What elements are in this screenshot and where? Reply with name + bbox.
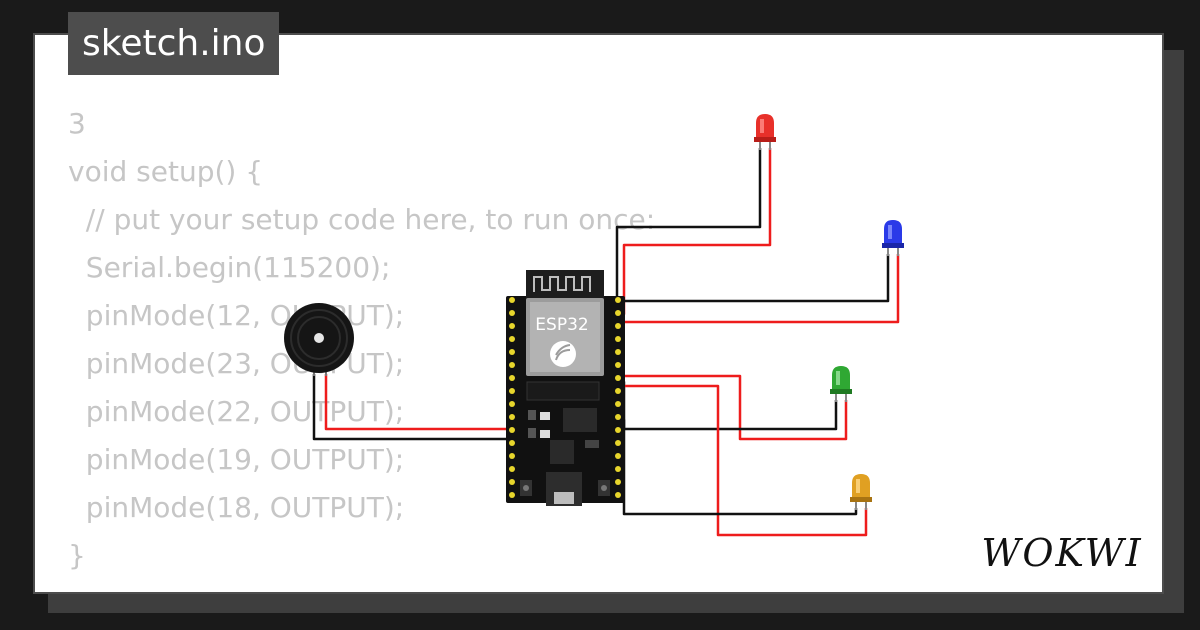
- green-led[interactable]: [830, 366, 852, 402]
- esp32-board[interactable]: ESP32: [506, 270, 625, 506]
- blue-led[interactable]: [882, 220, 904, 256]
- wire-buzzer-signal: [324, 374, 512, 431]
- code-line: // put your setup code here, to run once…: [68, 203, 656, 236]
- filename-tab: sketch.ino: [68, 12, 280, 75]
- wire-buzzer-ground: [312, 374, 512, 441]
- code-line: }: [68, 539, 86, 572]
- wire-green-led-signal: [614, 374, 848, 441]
- buzzer[interactable]: [284, 303, 354, 376]
- code-line: pinMode(22, OUTPUT);: [68, 395, 405, 428]
- code-line: void setup() {: [68, 155, 264, 188]
- board-label: ESP32: [535, 315, 588, 335]
- left-header-pins: [509, 297, 515, 498]
- code-line: 3: [68, 107, 86, 140]
- wire-yellow-led-signal: [614, 384, 868, 537]
- wire-red-led-signal: [614, 148, 772, 316]
- code-line: pinMode(18, OUTPUT);: [68, 491, 405, 524]
- wire-blue-led-signal: [610, 254, 900, 324]
- antenna: [526, 270, 604, 300]
- code-listing: 3 void setup() { // put your setup code h…: [68, 100, 655, 580]
- chip: [550, 440, 574, 464]
- espressif-logo-icon: [550, 341, 576, 367]
- wire-red-led-ground: [614, 148, 762, 302]
- wire-blue-led-ground: [613, 254, 890, 310]
- yellow-led[interactable]: [850, 474, 872, 510]
- wire-green-led-ground: [614, 380, 838, 431]
- wire-yellow-led-ground: [614, 418, 858, 516]
- code-line: pinMode(19, OUTPUT);: [68, 443, 405, 476]
- red-led[interactable]: [754, 114, 776, 150]
- right-header-pins: [615, 297, 621, 498]
- wokwi-logo: WOKWI: [981, 531, 1142, 575]
- code-line: Serial.begin(115200);: [68, 251, 391, 284]
